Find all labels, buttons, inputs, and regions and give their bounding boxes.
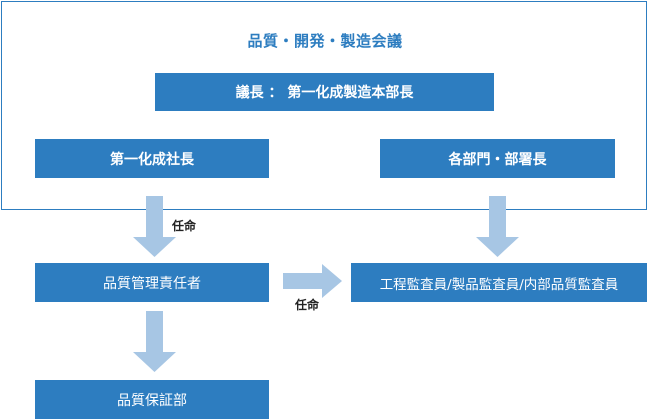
appoint-label-right: 任命 [295,298,320,312]
appoint-label-down: 任命 [172,219,197,233]
committee-title: 品質・開発・製造会議 [247,32,403,50]
manager-box: 品質管理責任者 [35,263,269,302]
arrow-right-manager [283,264,342,298]
president-box: 第一化成社長 [35,139,269,178]
departments-box: 各部門・部署長 [380,139,615,178]
arrow-down-president [133,196,176,257]
auditors-box: 工程監査員/製品監査員/内部品質監査員 [351,263,647,302]
qa-box: 品質保証部 [35,380,269,419]
arrow-down-departments [476,196,519,257]
arrow-down-manager [133,311,176,372]
chair-box: 議長 ： 第一化成製造本部長 [155,73,494,111]
